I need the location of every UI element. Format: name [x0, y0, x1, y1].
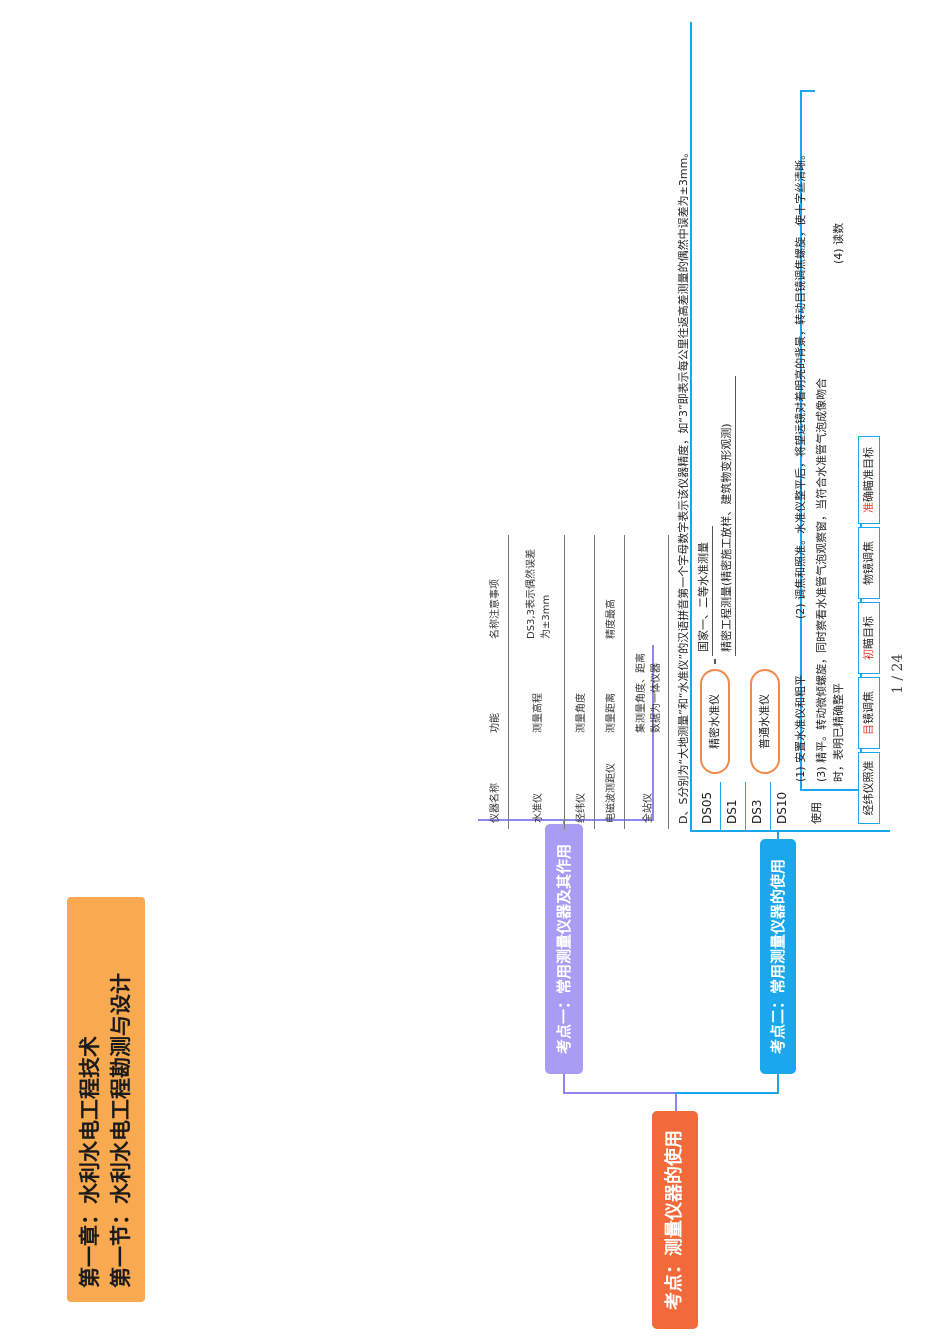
table-row: 经纬仪 测量角度 [564, 535, 595, 829]
instrument-naming-note: D、S分别为“大地测量”和“水准仪”的汉语拼音第一个字母数字表示该仪器精度，如“… [677, 146, 690, 824]
tag-rough-aim: 初瞄目标 [858, 602, 880, 674]
section-title: 第一节：水利水电工程勘测与设计 [109, 973, 133, 1288]
connector [777, 831, 779, 839]
table-cell: 测量角度 [564, 645, 595, 739]
tag-objective-focus: 物镜调焦 [858, 527, 880, 599]
usage-step-1: (1) 安置水准仪和粗平 [794, 674, 807, 782]
tag-eyepiece-focus: 目镜调焦 [858, 677, 880, 749]
connector [712, 526, 713, 656]
connector [720, 782, 721, 832]
tag-rough-aim-text: 瞄目标 [862, 616, 875, 649]
connector [770, 782, 771, 832]
table-cell: DS3,3表示偶然误差为±3mm [508, 535, 565, 645]
tag-precise-aim-text: 确瞄准目标 [862, 447, 875, 502]
table-cell: 精度最高 [594, 535, 625, 645]
table-cell: 集测量角度、距离数据为一体仪器 [624, 645, 669, 739]
instrument-table: 仪器名称 功能 名称注意事项 水准仪 测量高程 DS3,3表示偶然误差为±3mm… [478, 535, 669, 829]
table-cell: 经纬仪 [564, 739, 595, 829]
connector [690, 22, 692, 832]
table-header: 名称注意事项 [478, 535, 509, 645]
table-row: 全站仪 集测量角度、距离数据为一体仪器 [624, 535, 669, 829]
table-cell [564, 535, 595, 645]
table-header-row: 仪器名称 功能 名称注意事项 [478, 535, 509, 829]
table-header: 仪器名称 [478, 739, 509, 829]
tag-eyepiece-focus-text: 镜调焦 [862, 691, 875, 724]
root-node: 考点：测量仪器的使用 [652, 1111, 698, 1329]
connector [777, 1074, 779, 1094]
table-cell: 测量高程 [508, 645, 565, 739]
table-row: 电磁波测距仪 测量距离 精度最高 [594, 535, 625, 829]
usage-label: 使用 [810, 802, 823, 824]
page-number: 1 / 24 [890, 653, 906, 694]
model-ds10: DS10 [775, 791, 789, 824]
model-ds3: DS3 [750, 799, 764, 825]
topic-node-point1: 考点一：常用测量仪器及其作用 [545, 824, 583, 1074]
topic-node-point2: 考点二：常用测量仪器的使用 [760, 839, 796, 1074]
model-ds1: DS1 [725, 799, 739, 825]
table-cell: 测量距离 [594, 645, 625, 739]
connector [802, 830, 862, 832]
table-cell: 电磁波测距仪 [594, 739, 625, 829]
connector [800, 789, 862, 791]
precise-level-node: 精密水准仪 [700, 669, 730, 774]
usage-step-2: (2) 调焦和照准。水准仪整平后，将望远镜对着明亮的背景，转动目镜调焦螺旋，使十… [794, 148, 807, 619]
precise-use-1: 国家一、二等水准测量 [697, 542, 710, 652]
tag-precise-aim: 准确瞄准目标 [858, 436, 880, 524]
connector [714, 659, 716, 664]
table-cell: 全站仪 [624, 739, 669, 829]
usage-step-4: (4) 读数 [832, 222, 845, 264]
table-row: 水准仪 测量高程 DS3,3表示偶然误差为±3mm [508, 535, 565, 829]
connector [735, 376, 736, 656]
ordinary-level-node: 普通水准仪 [750, 669, 780, 774]
usage-step-3a: (3) 精平。转动微倾螺旋，同时察看水准管气泡观察窗，当符合水准管气泡成像吻合 [815, 377, 828, 782]
connector [563, 1092, 675, 1094]
table-header: 功能 [478, 645, 509, 739]
connector [800, 90, 815, 92]
connector [563, 1074, 565, 1094]
chapter-title: 第一章：水利水电工程技术 [78, 1036, 102, 1288]
connector [675, 1093, 677, 1111]
chapter-title-block: 第一章：水利水电工程技术 第一节：水利水电工程勘测与设计 [67, 897, 145, 1302]
table-cell: 水准仪 [508, 739, 565, 829]
model-ds05: DS05 [700, 791, 714, 824]
usage-step-3b: 时，表明已精确整平 [832, 683, 845, 782]
connector [745, 782, 746, 832]
precise-use-2: 精密工程测量(精密施工放样、建筑物变形观测) [720, 423, 733, 652]
tag-precise-aim-mark: 准 [862, 502, 875, 513]
table-cell [624, 535, 669, 645]
tag-theodolite-aim: 经纬仪照准 [858, 752, 880, 824]
connector [675, 1092, 778, 1094]
tag-rough-aim-mark: 初 [862, 649, 875, 660]
tag-eyepiece-focus-mark: 目 [862, 724, 875, 735]
